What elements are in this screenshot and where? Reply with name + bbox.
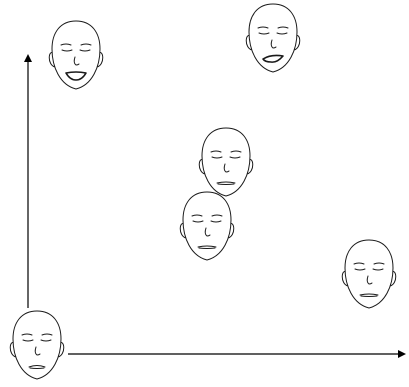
mouth	[216, 181, 236, 185]
head-outline	[51, 20, 101, 90]
face-top-right	[245, 3, 301, 73]
head-outline	[201, 127, 251, 197]
right-eye	[229, 156, 241, 159]
left-eye	[22, 339, 34, 342]
mouth	[197, 245, 217, 249]
left-eye	[61, 49, 73, 52]
mouth	[262, 54, 284, 63]
face-right	[341, 239, 397, 309]
mouth	[65, 71, 87, 81]
right-eyebrow	[373, 262, 385, 265]
face-top-left	[48, 20, 104, 90]
left-eyebrow	[191, 214, 203, 217]
left-eyebrow	[353, 262, 365, 265]
right-eyebrow	[230, 150, 242, 153]
mouth	[359, 293, 379, 297]
left-eyebrow	[210, 150, 222, 153]
right-eye	[372, 268, 384, 271]
left-eye	[354, 268, 366, 271]
nose	[34, 346, 41, 356]
face-center-upper	[198, 127, 254, 197]
head-outline	[182, 191, 232, 261]
nose	[73, 56, 80, 66]
nose	[223, 163, 230, 173]
nose	[204, 227, 211, 237]
nose	[270, 39, 277, 49]
right-eyebrow	[277, 26, 289, 29]
head-outline	[12, 310, 62, 380]
right-eyebrow	[80, 43, 92, 46]
mouth	[28, 365, 46, 369]
left-eyebrow	[21, 333, 33, 336]
left-eyebrow	[257, 26, 269, 29]
left-eye	[258, 32, 270, 35]
face-origin	[9, 310, 65, 380]
head-outline	[248, 3, 298, 73]
left-eye	[211, 156, 223, 159]
right-eye	[276, 32, 288, 35]
left-eye	[192, 220, 204, 223]
head-outline	[344, 239, 394, 309]
face-center-lower	[179, 191, 235, 261]
right-eyebrow	[41, 333, 53, 336]
left-eyebrow	[60, 43, 72, 46]
nose	[366, 275, 373, 285]
right-eyebrow	[211, 214, 223, 217]
right-eye	[40, 339, 52, 342]
faces-group	[9, 3, 397, 380]
right-eye	[210, 220, 222, 223]
right-eye	[79, 49, 91, 52]
